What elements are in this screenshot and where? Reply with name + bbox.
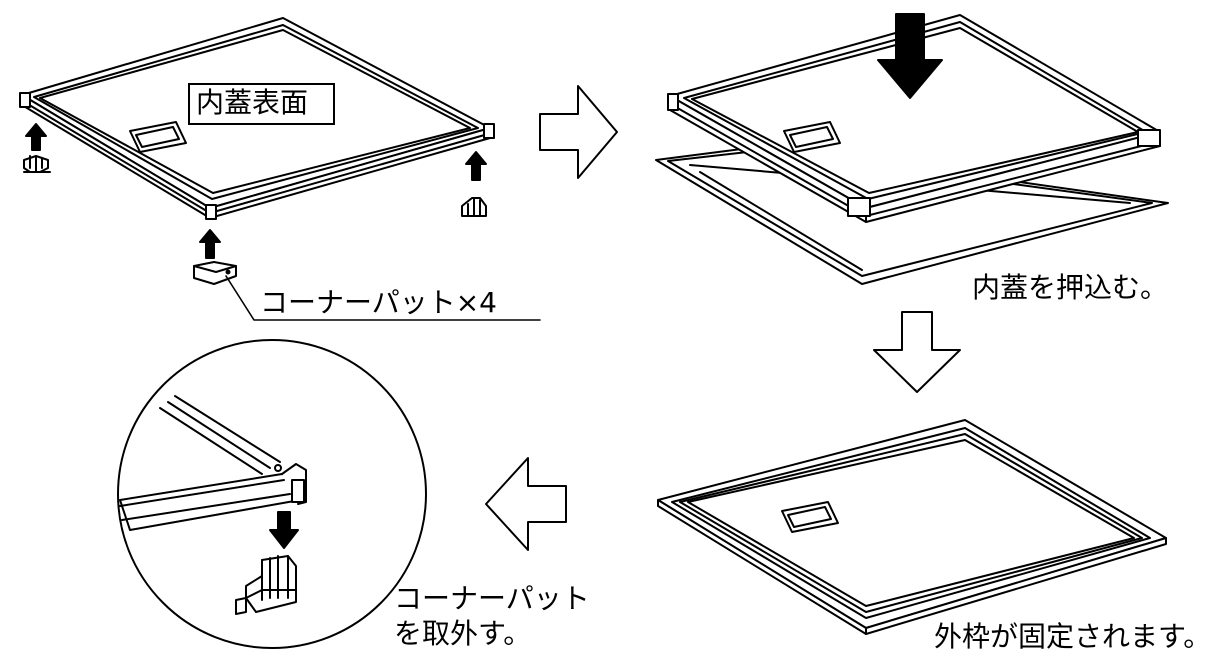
push-inner-lid-label: 内蓋を押込む。 — [972, 271, 1169, 304]
corner-detail-circle — [117, 339, 427, 649]
frame-fixed — [657, 419, 1167, 635]
push-down-arrow — [877, 13, 943, 99]
corner-pad-right — [461, 151, 487, 217]
corner-pad-count-label: コーナーパット×4 — [260, 286, 497, 319]
inner-lid-surface-label: 内蓋表面 — [196, 86, 309, 119]
frame-fixed-label: 外枠が固定されます。 — [934, 620, 1212, 653]
inner-lid-surface-box — [188, 83, 335, 125]
lid-over-frame — [655, 13, 1169, 285]
corner-pad-left — [23, 123, 51, 173]
remove-corner-pad-label-line1: コーナーパット — [394, 582, 590, 615]
corner-pad-front — [193, 229, 237, 285]
flow-arrow-right — [539, 85, 618, 179]
flow-arrow-left — [485, 457, 567, 551]
corner-pad-leader — [225, 275, 541, 321]
flow-arrow-down — [873, 311, 961, 393]
remove-corner-pad-label-line2: を取外す。 — [394, 617, 532, 650]
